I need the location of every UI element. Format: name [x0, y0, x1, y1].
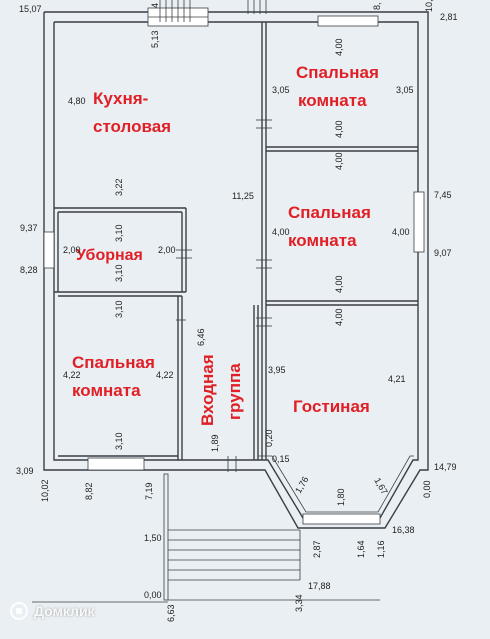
- dim-bath-bottom: 3,10: [114, 264, 124, 282]
- door-marks: [176, 119, 272, 472]
- room-bedroom1-label-1: Спальная: [296, 63, 379, 82]
- domclick-logo-icon: [10, 602, 28, 620]
- dimension-labels: 15,07 4 8, 10, 2,81 5,13 4,80 3,22 11,25…: [16, 0, 458, 622]
- watermark-text: Домклик: [34, 603, 95, 619]
- dim-bed1-bottom: 4,00: [334, 120, 344, 138]
- dim-bed1-right: 3,05: [396, 85, 414, 95]
- room-bedroom1-label-2: комната: [298, 91, 367, 110]
- dim-bed3-left: 4,22: [63, 370, 81, 380]
- room-bedroom2-label-1: Спальная: [288, 203, 371, 222]
- dim-top-8: 8,: [372, 2, 382, 10]
- dim-189: 1,89: [210, 434, 220, 452]
- dim-top-right: 2,81: [440, 12, 458, 22]
- dim-164: 1,64: [356, 540, 366, 558]
- dim-1002: 10,02: [40, 479, 50, 502]
- room-kitchen-label-2: столовая: [93, 117, 171, 136]
- dim-1638: 16,38: [392, 525, 415, 535]
- dim-937: 9,37: [20, 223, 38, 233]
- dim-309: 3,09: [16, 466, 34, 476]
- dim-287: 2,87: [312, 540, 322, 558]
- dim-top-4: 4: [150, 3, 160, 8]
- dim-top-10: 10,: [424, 0, 434, 12]
- dim-1125: 11,25: [232, 191, 254, 201]
- dim-1479: 14,79: [434, 462, 457, 472]
- dim-646: 6,46: [196, 328, 206, 346]
- dim-015: 0,15: [272, 454, 290, 464]
- dim-bed2-bottom: 4,00: [334, 275, 344, 293]
- dim-bed3-right: 4,22: [156, 370, 174, 380]
- dim-180: 1,80: [336, 488, 346, 506]
- dim-bed2-left: 4,00: [272, 227, 290, 237]
- dim-bed2-right: 4,00: [392, 227, 410, 237]
- dim-513: 5,13: [150, 30, 160, 48]
- dim-bed2-top: 4,00: [334, 152, 344, 170]
- porch-stairs: [32, 473, 380, 603]
- dim-living-top: 4,00: [334, 308, 344, 326]
- dim-bed3-bottom: 3,10: [114, 432, 124, 450]
- dim-top-left: 15,07: [19, 4, 42, 14]
- dim-1788: 17,88: [308, 581, 331, 591]
- dim-bed1-left: 3,05: [272, 85, 290, 95]
- room-bedroom2-label-2: комната: [288, 231, 357, 250]
- dim-745: 7,45: [434, 190, 452, 200]
- dim-bed3-top: 3,10: [114, 300, 124, 318]
- dim-116: 1,16: [376, 540, 386, 558]
- dim-bath-right: 2,00: [158, 245, 176, 255]
- dim-bed1-top: 4,00: [334, 38, 344, 56]
- room-kitchen-label-1: Кухня-: [93, 89, 148, 108]
- watermark: Домклик: [10, 602, 95, 620]
- dim-bath-top: 3,10: [114, 224, 124, 242]
- dim-020: 0,20: [264, 429, 274, 447]
- dim-663: 6,63: [166, 604, 176, 622]
- dim-000-bottom: 0,00: [144, 590, 162, 600]
- dim-907: 9,07: [434, 248, 452, 258]
- room-entrance-label-1: Входная: [198, 354, 217, 426]
- room-entrance-label-2: группа: [225, 363, 244, 420]
- dim-bath-left: 2,00: [63, 245, 81, 255]
- room-living-label: Гостиная: [293, 397, 370, 416]
- room-labels: Кухня- столовая Спальная комната Спальна…: [72, 63, 379, 426]
- dim-150: 1,50: [144, 533, 162, 543]
- room-bedroom3-label-2: комната: [72, 381, 141, 400]
- room-bathroom-label: Уборная: [76, 247, 143, 264]
- dim-000-right: 0,00: [422, 480, 432, 498]
- top-hatching: [159, 0, 267, 22]
- room-bedroom3-label-1: Спальная: [72, 353, 155, 372]
- dim-334: 3,34: [294, 594, 304, 612]
- dim-882: 8,82: [84, 482, 94, 500]
- dim-480: 4,80: [68, 96, 86, 106]
- dim-322: 3,22: [114, 178, 124, 196]
- dim-living-right: 4,21: [388, 374, 406, 384]
- dim-719: 7,19: [144, 482, 154, 500]
- dim-living-left: 3,95: [268, 365, 286, 375]
- dim-828: 8,28: [20, 265, 38, 275]
